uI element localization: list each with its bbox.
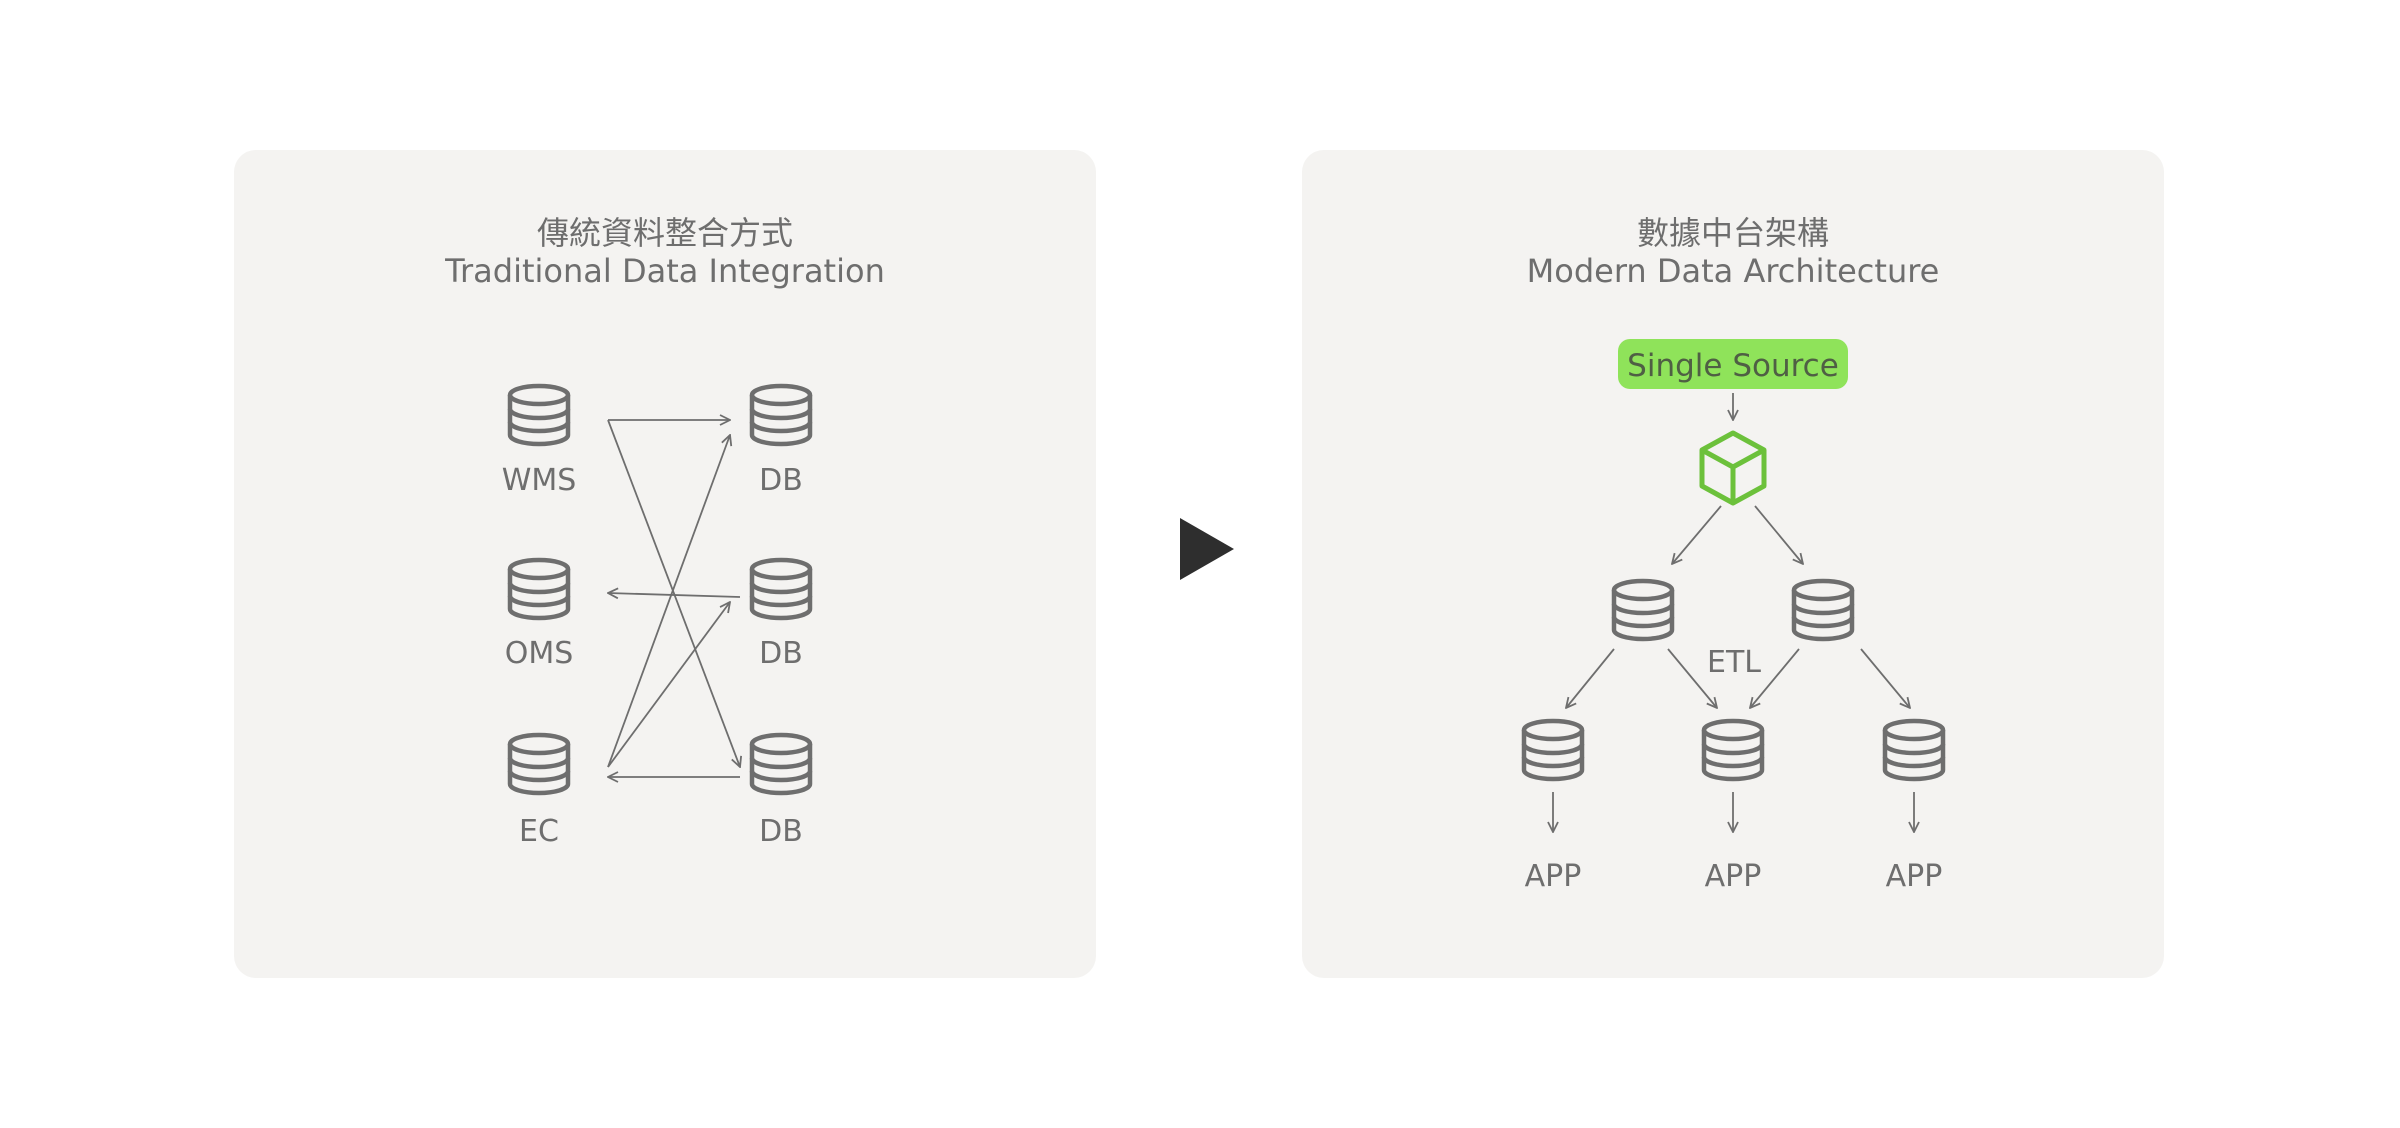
node-label-ec: EC: [519, 814, 559, 849]
title-chinese: 數據中台架構: [1636, 214, 1829, 252]
title-english: Modern Data Architecture: [1526, 252, 1940, 290]
node-label-wms: WMS: [502, 463, 577, 498]
database-icon: [1524, 721, 1582, 779]
etl-label: ETL: [1707, 645, 1761, 680]
arrow-cube-to-db-right: [1754, 505, 1803, 564]
node-label-db-top: DB: [759, 463, 803, 498]
database-icon: [752, 560, 810, 618]
database-icon: [1704, 721, 1762, 779]
traditional-integration-panel: 傳統資料整合方式 Traditional Data Integration: [234, 150, 1096, 978]
cube-icon: [1699, 430, 1767, 506]
database-icon: [510, 560, 568, 618]
app-label: APP: [1525, 859, 1582, 894]
modern-panel-title: 數據中台架構 Modern Data Architecture: [1302, 214, 2164, 290]
database-icon: [752, 735, 810, 793]
arrow-ec-to-db-top: [607, 435, 730, 768]
database-icon: [1885, 721, 1943, 779]
node-label-db-mid: DB: [759, 636, 803, 671]
title-english: Traditional Data Integration: [445, 252, 885, 290]
modern-diagram: Single Source ETL: [1302, 339, 2164, 894]
app-label: APP: [1886, 859, 1943, 894]
single-source-label: Single Source: [1627, 348, 1839, 384]
node-label-oms: OMS: [505, 636, 574, 671]
modern-architecture-panel: 數據中台架構 Modern Data Architecture Single S…: [1302, 150, 2164, 978]
play-arrow-icon: [1180, 518, 1234, 580]
app-label: APP: [1705, 859, 1762, 894]
node-label-db-bottom: DB: [759, 814, 803, 849]
database-icon: [510, 386, 568, 444]
traditional-diagram: WMS OMS EC DB DB DB: [502, 150, 1096, 849]
single-source-badge: Single Source: [1618, 339, 1848, 389]
arrow-db-right-to-db-2: [1750, 648, 1800, 708]
arrow-db-left-to-db-1: [1566, 648, 1615, 708]
arrow-db-right-to-db-3: [1860, 648, 1910, 708]
arrow-wms-to-db-bottom: [607, 419, 740, 767]
arrow-ec-to-db-mid: [607, 602, 730, 768]
database-icon: [1794, 581, 1852, 639]
arrow-db-mid-to-oms: [608, 593, 741, 597]
title-chinese: 傳統資料整合方式: [536, 214, 793, 252]
arrow-cube-to-db-left: [1672, 505, 1722, 564]
arrow-db-left-to-db-2: [1667, 648, 1717, 708]
traditional-panel-title: 傳統資料整合方式 Traditional Data Integration: [234, 214, 1096, 290]
database-icon: [1614, 581, 1672, 639]
database-icon: [752, 386, 810, 444]
database-icon: [510, 735, 568, 793]
